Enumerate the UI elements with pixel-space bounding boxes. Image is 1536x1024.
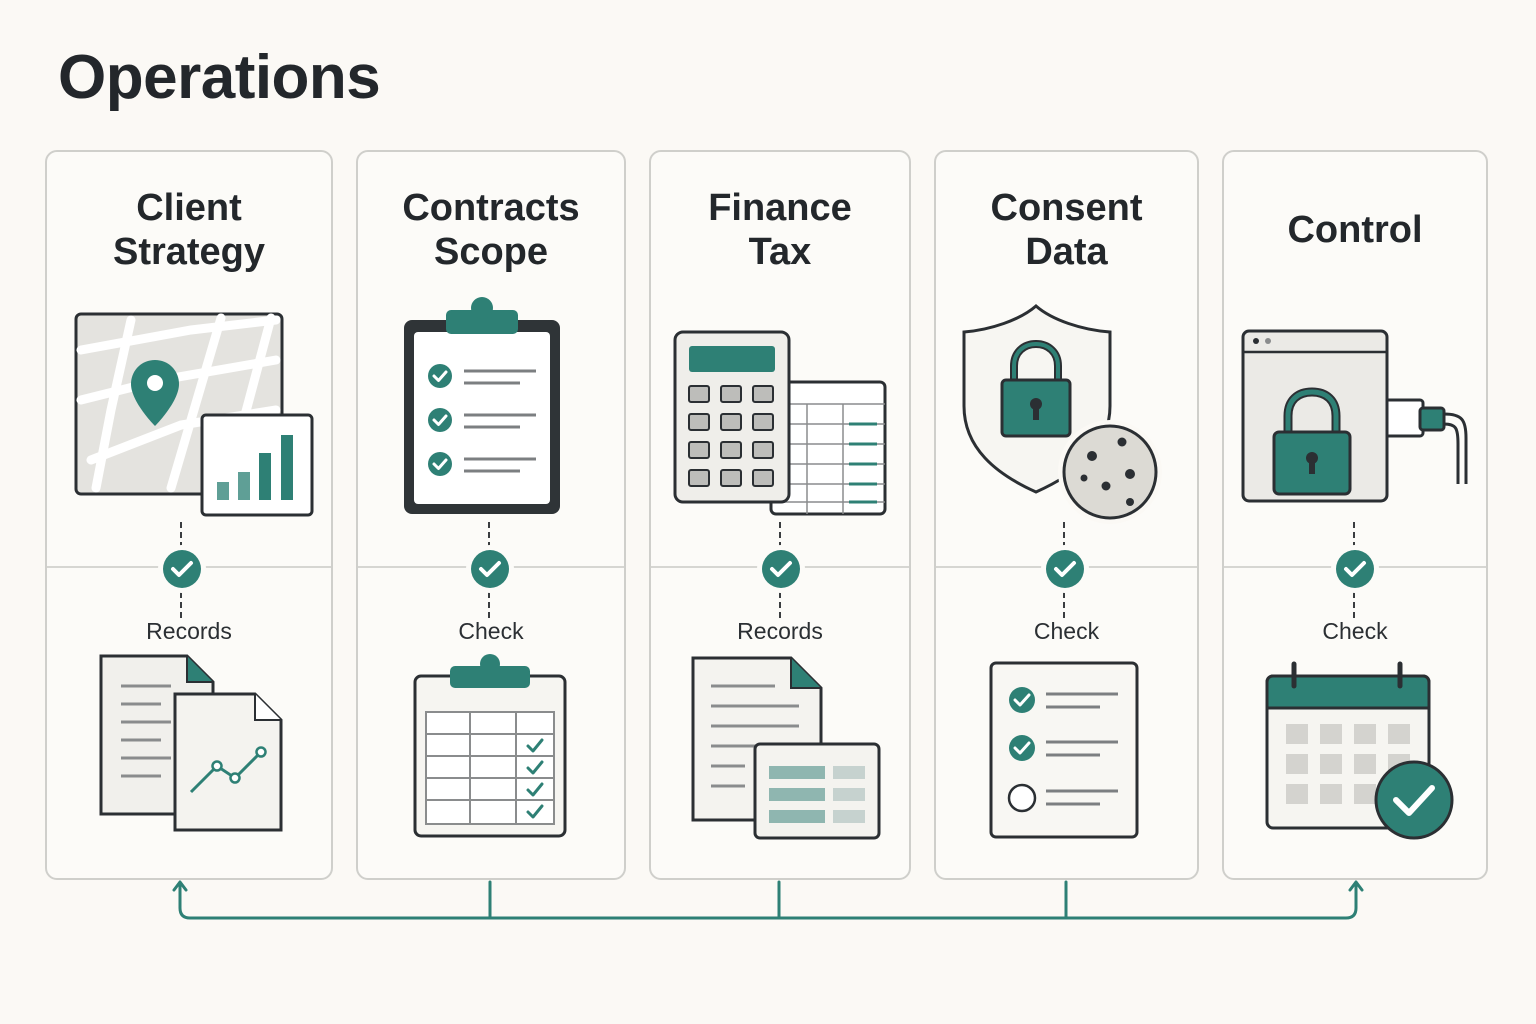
status-label: Check: [1322, 618, 1388, 644]
panel-title: Control: [1224, 208, 1486, 252]
panel-title-line-1: Control: [1287, 209, 1423, 251]
panel-consent-data: Consent Data Check: [934, 150, 1199, 880]
panel-contracts-scope: Contracts Scope Check: [356, 150, 626, 880]
calculator-spreadsheet-icon: [673, 330, 887, 516]
clipboard-table-icon: [413, 654, 567, 838]
check-badge-icon: [762, 550, 800, 588]
panel-client-strategy: Client Strategy Records: [45, 150, 333, 880]
status-label: Check: [458, 618, 524, 644]
check-badge-icon: [471, 550, 509, 588]
page-title: Operations: [58, 43, 381, 112]
panel-title-line-2: Strategy: [112, 231, 266, 273]
panel-title-line-1: Consent: [990, 187, 1143, 229]
panel-title: Finance Tax: [651, 186, 909, 274]
panel-title: Consent Data: [936, 186, 1197, 274]
clipboard-checklist-icon: [404, 297, 560, 514]
document-table-icon: [691, 656, 881, 840]
panel-finance-tax: Finance Tax Records: [649, 150, 911, 880]
status-label: Check: [1033, 618, 1100, 644]
panel-title-line-2: Tax: [748, 231, 812, 273]
panel-control: Control Check: [1222, 150, 1488, 880]
panel-title-line-2: Scope: [433, 231, 549, 273]
check-badge-icon: [163, 550, 201, 588]
status-label: Records: [737, 618, 823, 644]
shield-lock-cookie-icon: [962, 304, 1162, 524]
status-label: Records: [146, 618, 232, 644]
panel-title-line-1: Finance: [708, 187, 852, 229]
panel-title-line-2: Data: [1025, 231, 1108, 273]
panel-title-line-1: Client: [136, 187, 242, 229]
check-badge-icon: [1046, 550, 1084, 588]
map-chart-icon: [74, 312, 314, 517]
checklist-icon: [989, 661, 1139, 839]
browser-lock-plug-icon: [1241, 329, 1468, 503]
panel-title: Contracts Scope: [358, 186, 624, 274]
panel-title: Client Strategy: [47, 186, 331, 274]
check-badge-icon: [1336, 550, 1374, 588]
panel-title-line-1: Contracts: [402, 187, 580, 229]
calendar-check-icon: [1265, 661, 1454, 840]
documents-chart-icon: [99, 654, 283, 832]
